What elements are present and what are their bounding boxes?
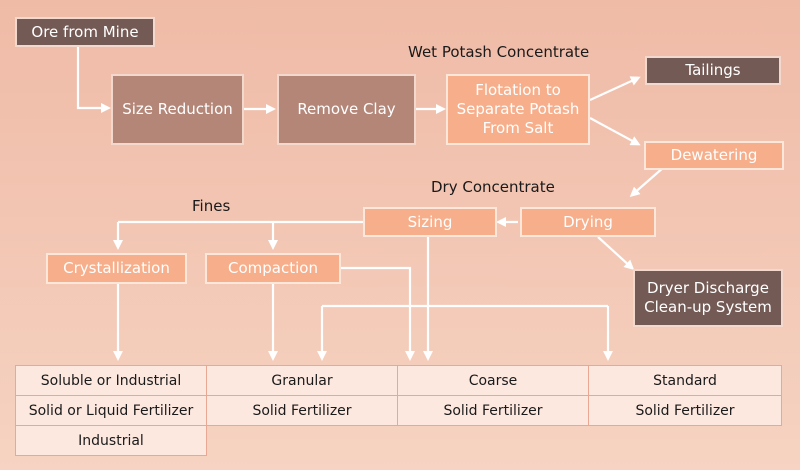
dryer-discharge-label: Dryer Discharge Clean-up System (644, 279, 772, 316)
product-cell-industrial: Industrial (15, 425, 207, 456)
drying-label: Drying (563, 212, 613, 231)
remove-clay-box: Remove Clay (277, 74, 416, 145)
product-cell-standard-solid-fertilizer: Solid Fertilizer (588, 395, 782, 426)
product-cell-solid-liquid-fertilizer: Solid or Liquid Fertilizer (15, 395, 207, 426)
dryer-discharge-box: Dryer Discharge Clean-up System (633, 269, 783, 327)
product-cell-granular: Granular (206, 365, 398, 396)
size-reduction-box: Size Reduction (111, 74, 244, 145)
remove-clay-label: Remove Clay (297, 100, 396, 119)
crystallization-label: Crystallization (63, 259, 170, 278)
wet-potash-concentrate-label: Wet Potash Concentrate (408, 43, 590, 61)
arrow-dewatering-to-drying (629, 166, 665, 197)
size-reduction-label: Size Reduction (122, 100, 233, 119)
compaction-label: Compaction (228, 259, 318, 278)
product-cell-standard: Standard (588, 365, 782, 396)
arrow-ore-to-size-reduction (76, 46, 111, 113)
product-cell-coarse-solid-fertilizer: Solid Fertilizer (397, 395, 589, 426)
tailings-label: Tailings (685, 61, 741, 80)
arrow-flotation-to-dewatering (589, 117, 641, 146)
product-cell-coarse: Coarse (397, 365, 589, 396)
compaction-box: Compaction (205, 253, 341, 284)
ore-from-mine-label: Ore from Mine (31, 22, 139, 41)
flotation-label: Flotation to Separate Potash From Salt (456, 81, 580, 137)
crystallization-box: Crystallization (46, 253, 187, 284)
product-cell-granular-solid-fertilizer: Solid Fertilizer (206, 395, 398, 426)
dewatering-box: Dewatering (644, 141, 784, 170)
fines-label: Fines (192, 197, 231, 215)
drying-box: Drying (520, 207, 656, 237)
arrow-drying-to-dryer-discharge (597, 236, 635, 271)
tailings-box: Tailings (645, 56, 781, 85)
arrow-compaction-side-to-coarse (341, 266, 415, 361)
ore-from-mine-box: Ore from Mine (15, 17, 155, 47)
dewatering-label: Dewatering (670, 146, 758, 165)
arrow-flotation-to-tailings (589, 76, 641, 101)
sizing-box: Sizing (363, 207, 497, 237)
dry-concentrate-label: Dry Concentrate (431, 178, 555, 196)
sizing-label: Sizing (407, 212, 453, 231)
product-cell-soluble-industrial: Soluble or Industrial (15, 365, 207, 396)
flotation-box: Flotation to Separate Potash From Salt (446, 74, 590, 145)
